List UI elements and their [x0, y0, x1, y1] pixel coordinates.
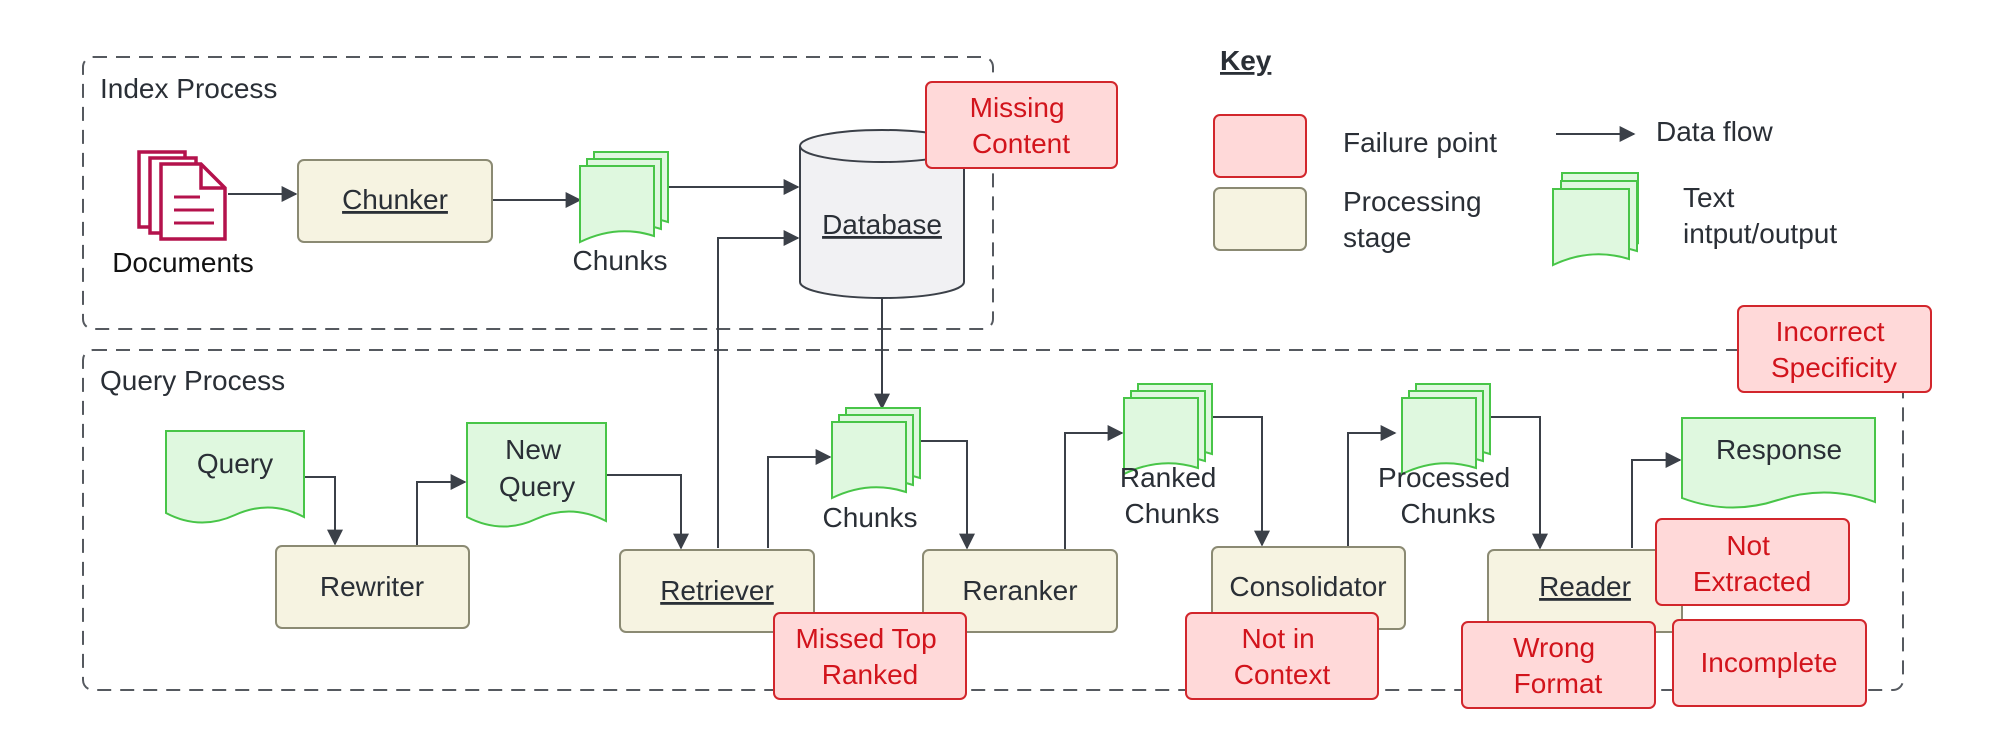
legend: Key Failure point Processing stage Data … [1213, 45, 1837, 267]
query-doc [165, 430, 305, 524]
svg-text:Missing Content: Missing Content [970, 92, 1073, 159]
legend-failure-swatch [1213, 114, 1307, 178]
edge-rewriter-newquery [416, 474, 467, 546]
new-query-doc [466, 422, 607, 528]
documents-label: Documents [112, 247, 254, 278]
query-label: Query [197, 448, 273, 479]
legend-text-io-label: Text intput/output [1683, 182, 1837, 249]
legend-dataflow-label: Data flow [1656, 116, 1773, 147]
index-chunks-stack [579, 151, 669, 244]
edge-consolidator-processedchunks [1347, 425, 1397, 546]
failure-not-in-context[interactable]: Not in Context [1185, 612, 1379, 700]
legend-stage-swatch [1213, 187, 1307, 251]
response-doc [1681, 417, 1876, 509]
failure-incomplete[interactable]: Incomplete [1672, 619, 1867, 707]
reader-label: Reader [1539, 571, 1631, 602]
query-chunks-stack [831, 407, 921, 500]
edge-processedchunks-reader [1490, 416, 1548, 550]
legend-title: Key [1220, 45, 1272, 76]
edge-rankedchunks-consolidator [1212, 416, 1270, 547]
retriever-label: Retriever [660, 575, 774, 606]
ranked-chunks-stack [1123, 383, 1213, 476]
chunker-label: Chunker [342, 184, 448, 215]
query-chunks-label: Chunks [823, 502, 918, 533]
svg-text:Not Extracted: Not Extracted [1693, 530, 1811, 597]
ranked-chunks-label: Ranked Chunks [1120, 462, 1224, 529]
edge-reranker-rankedchunks [1064, 425, 1124, 549]
index-process-label: Index Process [100, 73, 277, 104]
database-label: Database [822, 209, 942, 240]
edge-retriever-chunks [767, 449, 832, 548]
failure-not-extracted[interactable]: Not Extracted [1655, 518, 1850, 606]
database[interactable] [799, 129, 965, 299]
new-query-label: New Query [499, 434, 575, 502]
response-label: Response [1716, 434, 1842, 465]
connectors [228, 179, 1682, 550]
edge-reader-response [1631, 452, 1682, 548]
failure-incorrect-specificity[interactable]: Incorrect Specificity [1737, 305, 1932, 393]
svg-text:Not in Context: Not in Context [1234, 623, 1331, 690]
processed-chunks-label: Processed Chunks [1378, 462, 1518, 529]
svg-text:Incomplete: Incomplete [1701, 647, 1838, 678]
index-process-container [82, 56, 994, 330]
documents-icon [137, 150, 227, 241]
legend-failure-label: Failure point [1343, 127, 1497, 158]
retriever-stage[interactable] [619, 549, 815, 633]
failure-wrong-format[interactable]: Wrong Format [1461, 621, 1656, 709]
failure-missed-top-ranked[interactable]: Missed Top Ranked [773, 612, 967, 700]
svg-text:Incorrect Specificity: Incorrect Specificity [1771, 316, 1897, 383]
index-chunks-label: Chunks [573, 245, 668, 276]
chunker-stage[interactable] [297, 159, 493, 243]
edge-chunks-reranker [920, 440, 975, 550]
consolidator-label: Consolidator [1229, 571, 1386, 602]
reranker-label: Reranker [962, 575, 1077, 606]
processed-chunks-stack [1401, 383, 1491, 476]
rewriter-stage[interactable] [275, 545, 470, 629]
query-process-container [82, 349, 1904, 691]
svg-text:Missed Top Ranked: Missed Top Ranked [796, 623, 945, 690]
edge-query-rewriter [305, 476, 343, 546]
edge-retriever-database [717, 230, 800, 548]
rewriter-label: Rewriter [320, 571, 424, 602]
reranker-stage[interactable] [922, 549, 1118, 633]
edge-newquery-retriever [606, 474, 689, 550]
query-process-label: Query Process [100, 365, 285, 396]
failure-missing-content[interactable]: Missing Content [925, 81, 1118, 169]
svg-text:Wrong Format: Wrong Format [1513, 632, 1603, 699]
legend-stage-label: Processing stage [1343, 186, 1489, 253]
legend-text-io-icon [1552, 172, 1639, 267]
